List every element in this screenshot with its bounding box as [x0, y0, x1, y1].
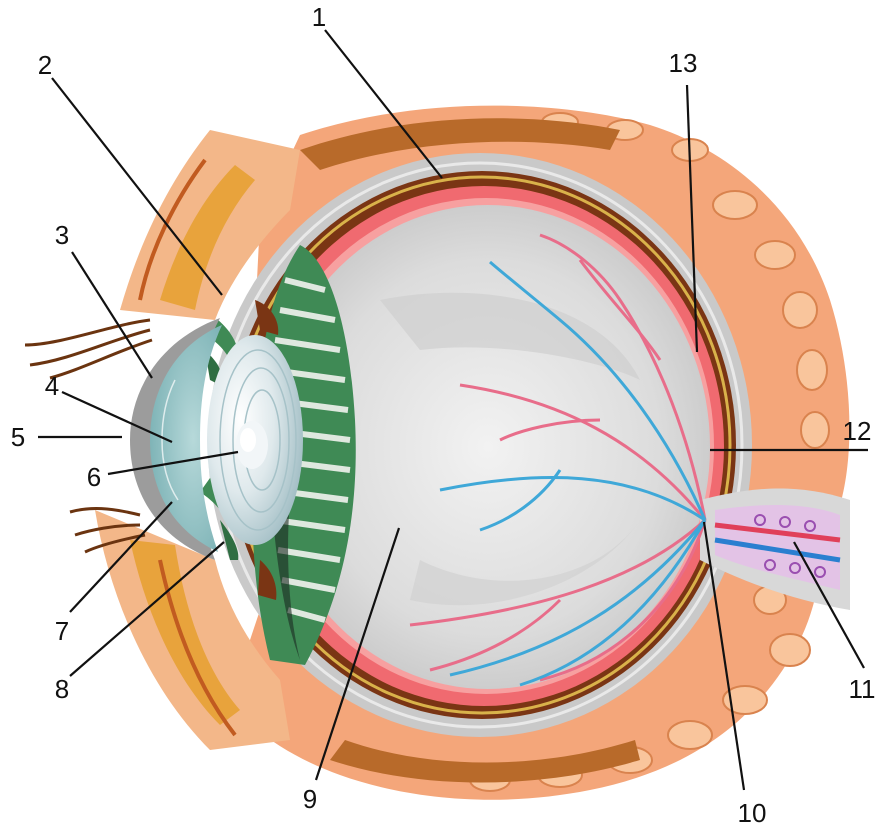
- label-3: 3: [55, 220, 69, 250]
- label-1: 1: [312, 2, 326, 32]
- lens: [207, 335, 303, 545]
- label-13: 13: [669, 48, 698, 78]
- label-9: 9: [303, 784, 317, 814]
- label-2: 2: [38, 50, 52, 80]
- label-5: 5: [11, 422, 25, 452]
- label-12: 12: [843, 416, 872, 446]
- label-6: 6: [87, 462, 101, 492]
- label-10: 10: [738, 798, 767, 828]
- label-4: 4: [45, 371, 59, 401]
- label-11: 11: [849, 674, 876, 704]
- label-7: 7: [55, 616, 69, 646]
- label-8: 8: [55, 674, 69, 704]
